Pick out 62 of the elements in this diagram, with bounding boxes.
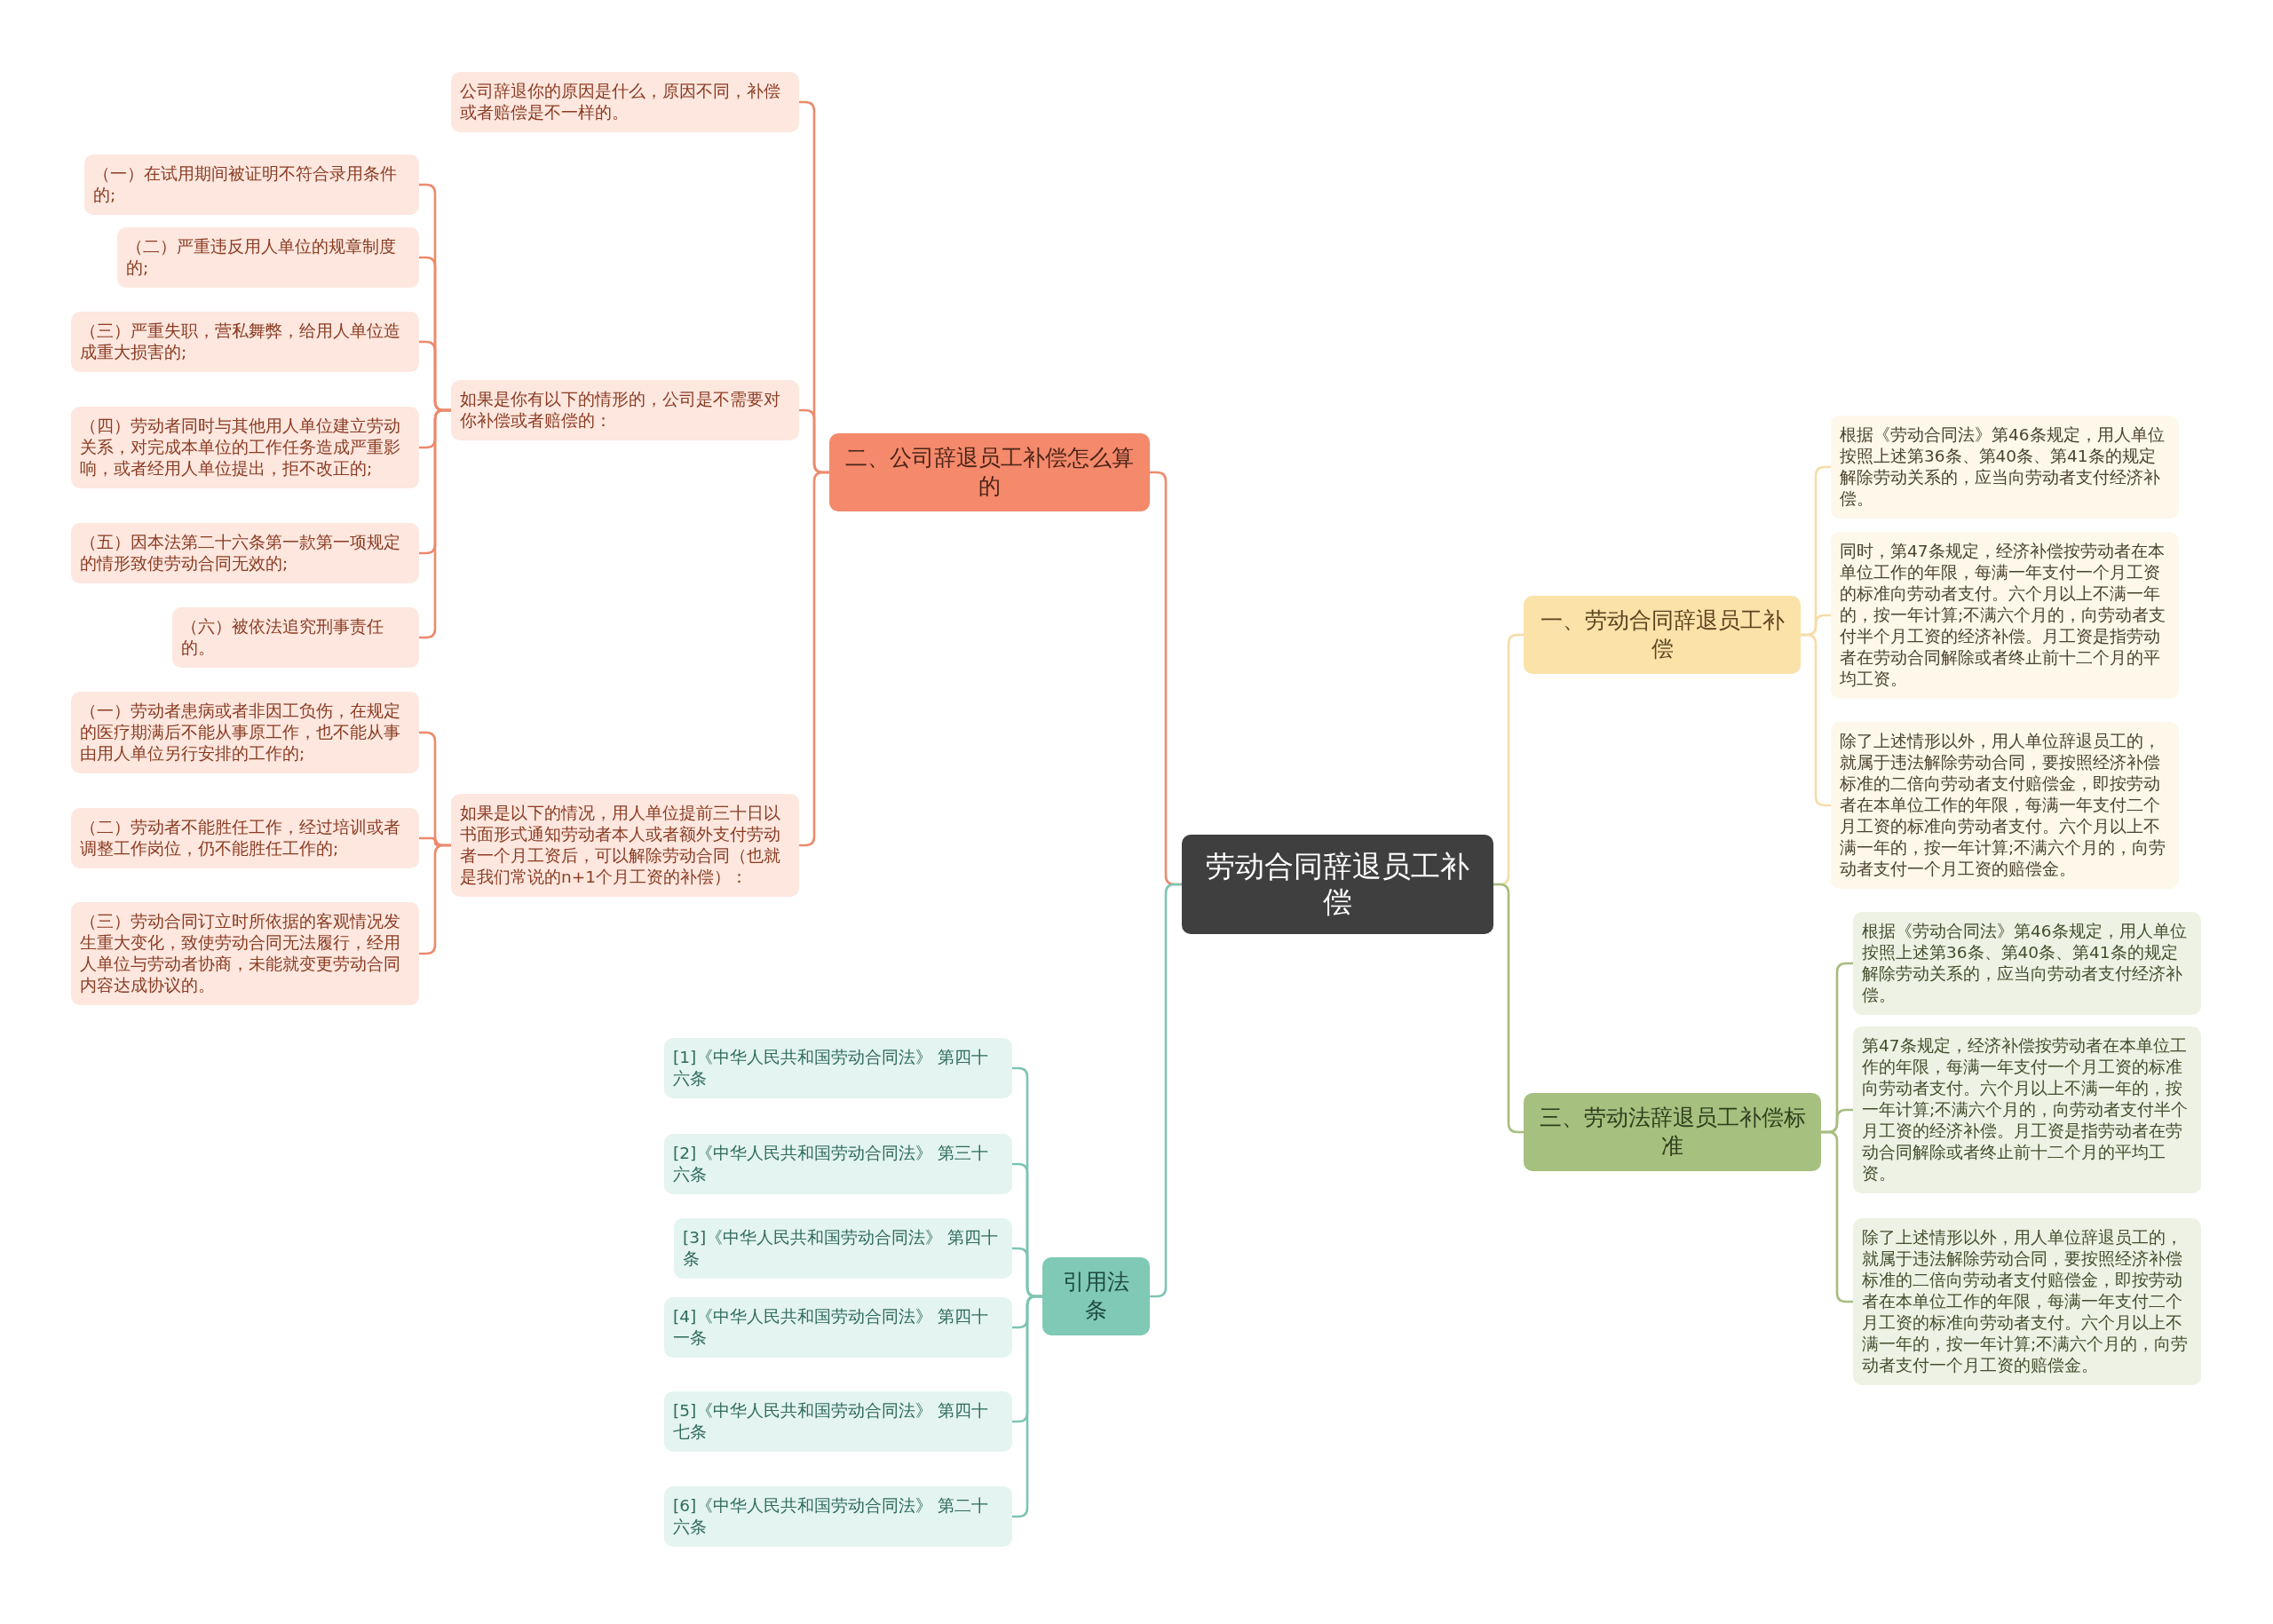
topic-text: （四）劳动者同时与其他用人单位建立劳动关系，对完成本单位的工作任务造成严重影响，或者经用人单位提出，拒不改正的; [80, 416, 401, 479]
topic-text: [2]《中华人民共和国劳动合同法》 第三十六条 [673, 1143, 990, 1185]
connector-line [419, 844, 451, 955]
topic-text: 引用法条 [1062, 1268, 1130, 1325]
topic-text: 如果是以下的情况，用人单位提前三十日以书面形式通知劳动者本人或者额外支付劳动者一个月工资后，可以解除劳动合同（也就是我们常说的n+1个月工资的补偿）： [460, 803, 781, 888]
subtopic-box [1831, 416, 2179, 519]
subtopic-box [664, 1391, 1012, 1452]
branch-topic [1524, 596, 1801, 674]
subtopic-box [674, 1218, 1012, 1279]
subtopic-box [71, 692, 419, 773]
subtopic-box [664, 1486, 1012, 1547]
topic-text: 同时，第47条规定，经济补偿按劳动者在本单位工作的年限，每满一年支付一个月工资的标准向劳动者支付。六个月以上不满一年的，按一年计算;不满六个月的，向劳动者支付半个月工资的经济补偿。月工资是指劳动者在劳动合同解除或者终止前十二个月的平均工资。 [1840, 541, 2167, 690]
subtopic-box [172, 607, 419, 668]
topic-text: [6]《中华人民共和国劳动合同法》 第二十六条 [673, 1495, 990, 1538]
topic-text: [5]《中华人民共和国劳动合同法》 第四十七条 [673, 1400, 990, 1443]
connector-line [419, 408, 451, 639]
topic-text: 一、劳动合同辞退员工补偿 [1539, 606, 1786, 663]
subtopic-box [664, 1038, 1012, 1098]
topic-text: [1]《中华人民共和国劳动合同法》 第四十六条 [673, 1047, 990, 1089]
connector-line [1150, 883, 1182, 1298]
central-topic [1182, 835, 1493, 934]
topic-text: （一）在试用期间被证明不符合录用条件的; [93, 163, 398, 206]
subtopic-box [71, 407, 419, 488]
subtopic-box [664, 1134, 1012, 1194]
branch-topic [829, 433, 1150, 511]
topic-text: 三、劳动法辞退员工补偿标准 [1538, 1104, 1807, 1161]
subtopic-box [1831, 532, 2179, 699]
topic-text: 劳动合同辞退员工补偿 [1205, 849, 1470, 920]
subtopic-box [451, 72, 799, 132]
subtopic-box [71, 808, 419, 868]
topic-text: 除了上述情形以外，用人单位辞退员工的，就属于违法解除劳动合同，要按照经济补偿标准的二倍向劳动者支付赔偿金，即按劳动者在本单位工作的年限，每满一年支付二个月工资的标准向劳动者支付。六个月以上不满一年的，按一年计算;不满六个月的，向劳动者支付一个月工资的赔偿金。 [1840, 731, 2167, 880]
topic-text: 公司辞退你的原因是什么，原因不同，补偿或者赔偿是不一样的。 [460, 81, 781, 123]
connector-line [1821, 1130, 1853, 1303]
subtopic-box [71, 902, 419, 1005]
subtopic-box [1853, 912, 2201, 1015]
topic-text: （六）被依法追究刑事责任的。 [181, 616, 384, 659]
subtopic-box [84, 154, 419, 215]
branch-topic [1042, 1257, 1150, 1335]
subtopic-box [1853, 1026, 2201, 1193]
topic-text: （一）劳动者患病或者非因工负伤，在规定的医疗期满后不能从事原工作，也不能从事由用人单位另行安排的工作的; [80, 701, 401, 764]
subtopic-box [451, 380, 799, 440]
topic-text: 第47条规定，经济补偿按劳动者在本单位工作的年限，每满一年支付一个月工资的标准向劳动者支付。六个月以上不满一年的，按一年计算;不满六个月的，向劳动者支付半个月工资的经济补偿。月工资是指劳动者在劳动合同解除或者终止前十二个月的平均工资。 [1862, 1035, 2190, 1184]
topic-text: （二）严重违反用人单位的规章制度的; [126, 236, 397, 279]
topic-text: [3]《中华人民共和国劳动合同法》 第四十条 [683, 1227, 1000, 1270]
topic-text: 二、公司辞退员工补偿怎么算的 [844, 444, 1135, 501]
topic-text: （三）严重失职，营私舞弊，给用人单位造成重大损害的; [80, 321, 401, 363]
subtopic-box [117, 227, 419, 288]
topic-text: 如果是你有以下的情形的，公司是不需要对你补偿或者赔偿的： [460, 389, 781, 432]
subtopic-box [71, 523, 419, 583]
topic-text: [4]《中华人民共和国劳动合同法》 第四十一条 [673, 1306, 990, 1349]
subtopic-box [451, 794, 799, 897]
topic-text: （三）劳动合同订立时所依据的客观情况发生重大变化，致使劳动合同无法履行，经用人单位与劳动者协商，未能就变更劳动合同内容达成协议的。 [80, 911, 401, 996]
branch-topic [1524, 1093, 1821, 1171]
subtopic-box [1853, 1218, 2201, 1385]
subtopic-box [1831, 722, 2179, 889]
topic-text: （五）因本法第二十六条第一款第一项规定的情形致使劳动合同无效的; [80, 532, 401, 574]
subtopic-box [71, 312, 419, 372]
subtopic-box [664, 1297, 1012, 1358]
topic-text: 根据《劳动合同法》第46条规定，用人单位按照上述第36条、第40条、第41条的规定解除劳动关系的，应当向劳动者支付经济补偿。 [1862, 921, 2188, 1006]
topic-text: 除了上述情形以外，用人单位辞退员工的，就属于违法解除劳动合同，要按照经济补偿标准的二倍向劳动者支付赔偿金，即按劳动者在本单位工作的年限，每满一年支付二个月工资的标准向劳动者支付。六个月以上不满一年的，按一年计算;不满六个月的，向劳动者支付一个月工资的赔偿金。 [1862, 1227, 2190, 1376]
topic-text: （二）劳动者不能胜任工作，经过培训或者调整工作岗位，仍不能胜任工作的; [80, 817, 401, 860]
topic-text: 根据《劳动合同法》第46条规定，用人单位按照上述第36条、第40条、第41条的规定解除劳动关系的，应当向劳动者支付经济补偿。 [1840, 424, 2166, 510]
